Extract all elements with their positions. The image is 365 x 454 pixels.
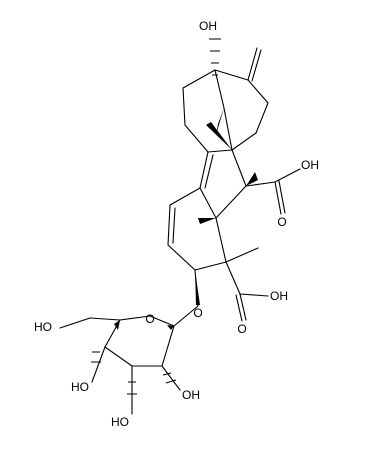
cooh-right-o-label: O [277, 215, 286, 229]
hydroxyl-top-label: OH [199, 19, 217, 33]
atom-labels: OH OH O OH O O O HO HO OH HO [34, 19, 319, 429]
stereo-wedges [114, 108, 258, 330]
glycosidic-oxygen-label: O [193, 306, 202, 320]
c2-hydroxyl-label: OH [182, 388, 200, 402]
c3-hydroxyl-label: HO [71, 380, 89, 394]
c4-hydroxyl-label: HO [111, 415, 129, 429]
cooh-lower-o-label: O [237, 322, 246, 336]
cooh-lower-oh-label: OH [270, 289, 288, 303]
ring-oxygen-label: O [145, 312, 154, 326]
cooh-right-oh-label: OH [301, 158, 319, 172]
ch2oh-label: HO [34, 320, 52, 334]
stereo-hashes [91, 38, 221, 395]
skeleton-bonds [59, 47, 301, 415]
